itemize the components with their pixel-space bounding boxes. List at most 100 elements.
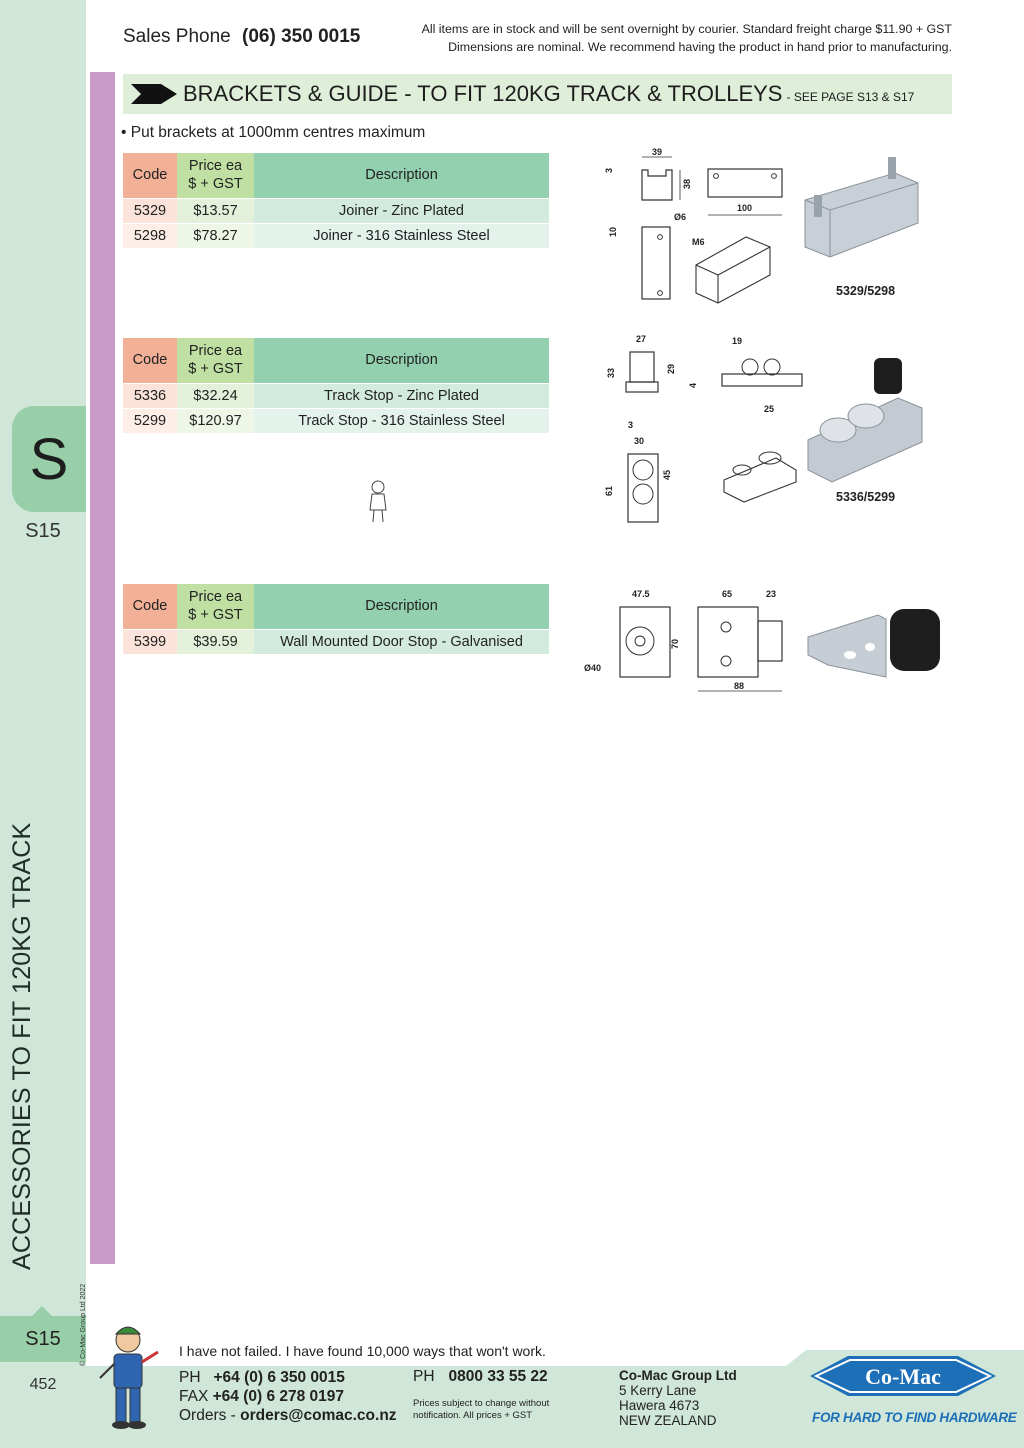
dim-text: 19: [732, 336, 742, 346]
address-line: 5 Kerry Lane: [619, 1383, 697, 1398]
tagline: FOR HARD TO FIND HARDWARE: [812, 1410, 1017, 1425]
comac-logo: Co-Mac: [810, 1356, 996, 1396]
stock-note-line1: All items are in stock and will be sent …: [421, 22, 952, 36]
table-header-row: Code Price ea $ + GST Description: [123, 584, 549, 629]
dim-text: M6: [692, 237, 705, 247]
table-row: 5399 $39.59 Wall Mounted Door Stop - Gal…: [123, 628, 549, 654]
orders-email[interactable]: orders@comac.co.nz: [240, 1407, 397, 1424]
table-row: 5298 $78.27 Joiner - 316 Stainless Steel: [123, 222, 549, 248]
track-stop-technical-drawing: 27 33 29 3 19 4 25 30 61 45: [604, 334, 923, 523]
dim-text: 27: [636, 334, 646, 344]
price-header: Price ea $ + GST: [177, 338, 254, 383]
fax-number: +64 (0) 6 278 0197: [212, 1388, 345, 1405]
product-table-joiner: Code Price ea $ + GST Description 5329 $…: [123, 153, 549, 248]
price-header-line1: Price ea: [188, 343, 243, 360]
stock-note: All items are in stock and will be sent …: [352, 20, 952, 56]
product-code: 5329: [123, 197, 177, 223]
dim-text: 65: [722, 589, 732, 599]
ph-label: PH: [179, 1369, 201, 1386]
price-note: Prices subject to change without notific…: [413, 1398, 550, 1421]
dim-text: 29: [666, 364, 676, 374]
footer-background: [86, 1350, 1024, 1448]
product-description: Track Stop - Zinc Plated: [254, 382, 549, 408]
dim-text: 4: [688, 383, 698, 388]
product-price: $78.27: [177, 222, 254, 248]
dim-text: 30: [634, 436, 644, 446]
ph2-number[interactable]: 0800 33 55 22: [448, 1368, 548, 1385]
purple-strip: [90, 72, 115, 1264]
product-price: $32.24: [177, 382, 254, 408]
dim-text: 10: [608, 227, 618, 237]
dim-text: 45: [662, 470, 672, 480]
door-stop-technical-drawing: 47.5 70 Ø40 65 23 88: [584, 589, 940, 692]
section-subtitle: - SEE PAGE S13 & S17: [786, 90, 915, 104]
fax-label: FAX: [179, 1388, 209, 1405]
sales-phone: Sales Phone (06) 350 0015: [123, 26, 360, 48]
ph2-label: PH: [413, 1368, 435, 1385]
dim-text: 25: [764, 404, 774, 414]
company-address: Co-Mac Group Ltd 5 Kerry Lane Hawera 467…: [619, 1368, 737, 1428]
dim-text: 39: [652, 147, 662, 157]
price-header-line2: $ + GST: [188, 607, 243, 624]
dim-text: 23: [766, 589, 776, 599]
dim-text: 61: [604, 486, 614, 496]
section-title: BRACKETS & GUIDE - TO FIT 120KG TRACK & …: [183, 81, 783, 106]
sales-phone-label: Sales Phone: [123, 26, 231, 47]
dim-text: 88: [734, 681, 744, 691]
product-code: 5299: [123, 407, 177, 433]
code-header: Code: [123, 153, 177, 198]
price-header-line1: Price ea: [188, 158, 243, 175]
joiner-technical-drawing: 39 3 38 100 10 Ø6 M6: [604, 147, 919, 304]
product-description: Track Stop - 316 Stainless Steel: [254, 407, 549, 433]
dim-text: 70: [670, 639, 680, 649]
footer-contact: PH +64 (0) 6 350 0015 FAX +64 (0) 6 278 …: [179, 1368, 397, 1425]
arrow-icon: [131, 84, 177, 104]
mascot-small-icon: [369, 480, 387, 523]
track-stop-part-label: 5336/5299: [836, 490, 896, 504]
ph-number[interactable]: +64 (0) 6 350 0015: [213, 1369, 345, 1386]
description-header: Description: [254, 584, 549, 629]
dim-text: 100: [737, 203, 752, 213]
section-title-bar: BRACKETS & GUIDE - TO FIT 120KG TRACK & …: [123, 74, 952, 114]
dim-text: 47.5: [632, 589, 650, 599]
bracket-spacing-note: • Put brackets at 1000mm centres maximum: [121, 124, 426, 141]
orders-label: Orders -: [179, 1407, 236, 1424]
dim-text: Ø6: [674, 212, 686, 222]
address-line: Hawera 4673: [619, 1398, 700, 1413]
table-header-row: Code Price ea $ + GST Description: [123, 338, 549, 383]
table-row: 5329 $13.57 Joiner - Zinc Plated: [123, 197, 549, 223]
side-page-code: S15: [25, 520, 61, 542]
table-row: 5299 $120.97 Track Stop - 316 Stainless …: [123, 407, 549, 433]
product-price: $120.97: [177, 407, 254, 433]
mascot-icon: [99, 1326, 159, 1429]
address-line: NEW ZEALAND: [619, 1413, 717, 1428]
price-header: Price ea $ + GST: [177, 584, 254, 629]
price-header: Price ea $ + GST: [177, 153, 254, 198]
footer-quote: I have not failed. I have found 10,000 w…: [179, 1343, 546, 1359]
table-row: 5336 $32.24 Track Stop - Zinc Plated: [123, 382, 549, 408]
description-header: Description: [254, 153, 549, 198]
freephone: PH 0800 33 55 22: [413, 1368, 548, 1386]
section-letter-tab: S: [12, 406, 86, 512]
product-price: $13.57: [177, 197, 254, 223]
code-header: Code: [123, 338, 177, 383]
dim-text: 3: [604, 168, 614, 173]
bottom-page-code: S15: [0, 1306, 86, 1362]
product-description: Wall Mounted Door Stop - Galvanised: [254, 628, 549, 654]
product-description: Joiner - 316 Stainless Steel: [254, 222, 549, 248]
price-header-line2: $ + GST: [188, 176, 243, 193]
product-table-track-stop: Code Price ea $ + GST Description 5336 $…: [123, 338, 549, 433]
company-name: Co-Mac Group Ltd: [619, 1368, 737, 1383]
product-description: Joiner - Zinc Plated: [254, 197, 549, 223]
product-price: $39.59: [177, 628, 254, 654]
dim-text: Ø40: [584, 663, 601, 673]
product-table-door-stop: Code Price ea $ + GST Description 5399 $…: [123, 584, 549, 654]
stock-note-line2: Dimensions are nominal. We recommend hav…: [448, 40, 952, 54]
dim-text: 33: [606, 368, 616, 378]
page-number: 452: [29, 1376, 57, 1393]
side-band: [0, 0, 86, 1448]
price-header-line1: Price ea: [188, 589, 243, 606]
logo-text: Co-Mac: [865, 1364, 941, 1389]
price-header-line2: $ + GST: [188, 361, 243, 378]
dim-text: 38: [682, 179, 692, 189]
